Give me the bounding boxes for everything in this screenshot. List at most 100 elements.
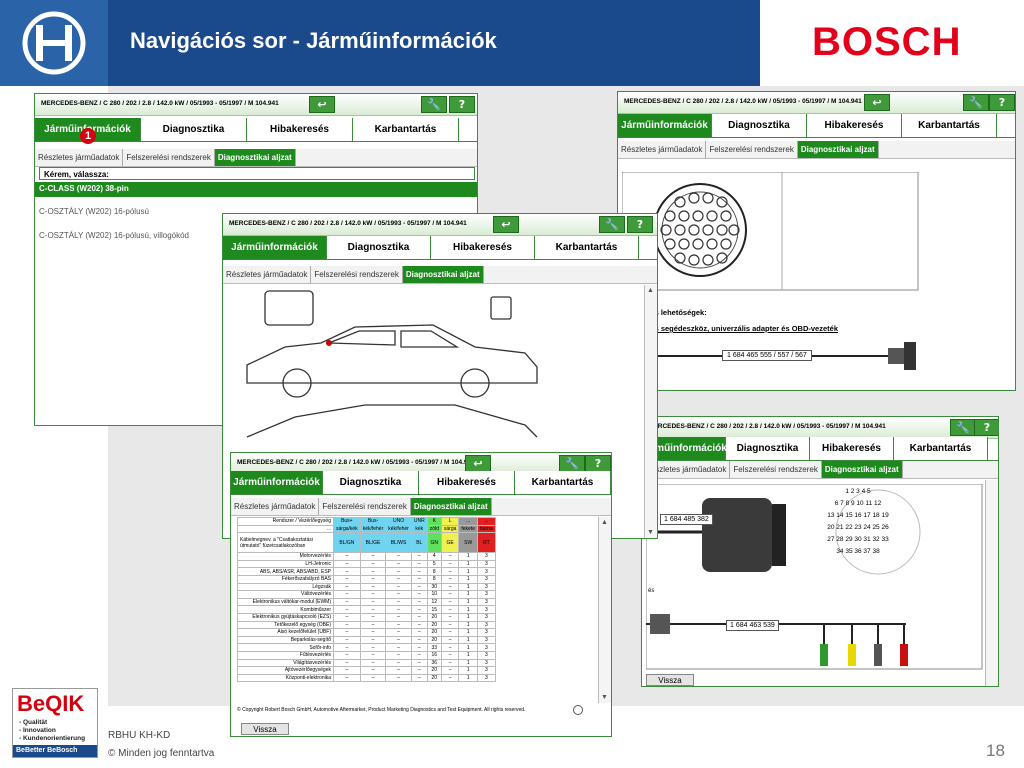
tab-troubleshooting[interactable]: Hibakeresés: [810, 437, 894, 460]
header-cell: kék: [410, 524, 428, 534]
tab-troubleshooting[interactable]: Hibakeresés: [807, 114, 902, 137]
pin-row: 34 35 36 37 38: [836, 548, 880, 555]
help-button[interactable]: ?: [627, 216, 653, 233]
pin-row: 1 2 3 4 5: [845, 488, 871, 495]
row-label: Fékerőszabályzó BAS: [237, 574, 334, 584]
help-button[interactable]: ?: [449, 96, 475, 113]
table-cell: 1: [458, 635, 479, 645]
tab-vehicle-info[interactable]: Járműinformációk: [618, 114, 712, 137]
back-button[interactable]: Vissza: [241, 723, 289, 735]
subtab-equipment-systems[interactable]: Felszerelési rendszerek: [319, 498, 411, 515]
header-cell: Bus-: [359, 517, 387, 526]
subtab-equipment-systems[interactable]: Felszerelési rendszerek: [706, 141, 798, 158]
table-cell: –: [359, 635, 387, 645]
table-header-row: Kábelmegnev. a "Csatlakoztatási útmutató…: [237, 532, 496, 554]
vertical-scrollbar[interactable]: [985, 480, 998, 686]
tab-maintenance[interactable]: Karbantartás: [515, 471, 611, 494]
adapter-link[interactable]: ós segédeszköz, univerzális adapter és O…: [650, 324, 838, 333]
tab-diagnostics[interactable]: Diagnosztika: [323, 471, 419, 494]
table-cell: –: [333, 559, 361, 569]
back-arrow-button[interactable]: ↩: [309, 96, 335, 113]
subtab-equipment-systems[interactable]: Felszerelési rendszerek: [730, 461, 822, 478]
table-cell: 20: [426, 666, 442, 675]
main-tabs: Járműinformációk Diagnosztika Hibakeresé…: [618, 114, 1015, 138]
settings-wrench-button[interactable]: 🔧: [950, 419, 976, 436]
list-item[interactable]: C-OSZTÁLY (W202) 16-pólusú: [39, 207, 149, 216]
beqik-logo: BeQIK - Qualität - Innovation - Kundenor…: [12, 688, 98, 758]
table-cell: 1: [458, 612, 479, 622]
table-cell: 1: [458, 673, 479, 683]
subtab-vehicle-details[interactable]: Részletes járműadatok: [223, 266, 312, 283]
back-arrow-button[interactable]: ↩: [864, 94, 890, 111]
tab-diagnostics[interactable]: Diagnosztika: [726, 437, 810, 460]
row-label: Légzsák: [237, 582, 334, 592]
subtab-diagnostic-socket[interactable]: Diagnosztikai aljzat: [402, 266, 484, 283]
tab-maintenance[interactable]: Karbantartás: [535, 236, 639, 259]
cable-part-number: 1 684 465 555 / 557 / 567: [722, 350, 812, 361]
vertical-scrollbar[interactable]: ▲ ▼: [644, 285, 657, 538]
subtab-vehicle-details[interactable]: Részletes járműadatok: [642, 461, 731, 478]
back-arrow-button[interactable]: ↩: [493, 216, 519, 233]
table-cell: –: [440, 552, 460, 561]
part-number-top: 1 684 485 382: [660, 514, 713, 525]
subtab-diagnostic-socket[interactable]: Diagnosztikai aljzat: [797, 141, 879, 158]
table-cell: –: [385, 666, 412, 675]
subtab-equipment-systems[interactable]: Felszerelési rendszerek: [123, 149, 215, 166]
tab-diagnostics[interactable]: Diagnosztika: [141, 118, 247, 141]
subtab-vehicle-details[interactable]: Részletes járműadatok: [231, 498, 320, 515]
help-button[interactable]: ?: [974, 419, 998, 436]
tab-troubleshooting[interactable]: Hibakeresés: [419, 471, 515, 494]
back-arrow-button[interactable]: ↩: [465, 455, 491, 472]
table-cell: 3: [477, 590, 496, 599]
pin-row: 6 7 8 9 10 11 12: [834, 500, 882, 507]
tab-vehicle-info[interactable]: Járműinformációk: [231, 471, 323, 494]
main-tabs: Járműinformációk Diagnosztika Hibakeresé…: [642, 437, 998, 461]
sub-tabs: Részletes járműadatok Felszerelési rends…: [618, 141, 1015, 159]
table-cell: –: [385, 643, 412, 652]
settings-wrench-button[interactable]: 🔧: [559, 455, 585, 472]
settings-wrench-button[interactable]: 🔧: [599, 216, 625, 233]
beqik-line: - Qualität: [19, 719, 48, 726]
table-cell: 10: [426, 590, 442, 599]
tab-diagnostics[interactable]: Diagnosztika: [327, 236, 431, 259]
help-button[interactable]: ?: [989, 94, 1015, 111]
round-connector-drawing: [646, 484, 983, 670]
table-cell: –: [359, 597, 387, 607]
list-item[interactable]: C-OSZTÁLY (W202) 16-pólusú, villogókód: [39, 231, 189, 240]
table-cell: 3: [477, 628, 496, 637]
tab-troubleshooting[interactable]: Hibakeresés: [431, 236, 535, 259]
back-button[interactable]: Vissza: [646, 674, 694, 686]
table-cell: 3: [477, 650, 496, 660]
row-label: Beparkolás-segítő: [237, 635, 334, 645]
table-cell: –: [333, 658, 361, 668]
tab-vehicle-info[interactable]: Járműinformációk: [642, 437, 727, 460]
subtab-diagnostic-socket[interactable]: Diagnosztikai aljzat: [821, 461, 903, 478]
header-cell: BL/GN: [333, 532, 361, 554]
subtab-equipment-systems[interactable]: Felszerelési rendszerek: [311, 266, 403, 283]
subtab-vehicle-details[interactable]: Részletes járműadatok: [618, 141, 707, 158]
row-label: Váltóvezérlés: [237, 590, 334, 599]
subtab-diagnostic-socket[interactable]: Diagnosztikai aljzat: [410, 498, 492, 515]
tab-maintenance[interactable]: Karbantartás: [902, 114, 997, 137]
subtab-diagnostic-socket[interactable]: Diagnosztikai aljzat: [214, 149, 296, 166]
table-cell: –: [440, 628, 460, 637]
subtab-vehicle-details[interactable]: Részletes járműadatok: [35, 149, 124, 166]
tab-vehicle-info[interactable]: Járműinformációk: [223, 236, 327, 259]
tab-troubleshooting[interactable]: Hibakeresés: [247, 118, 353, 141]
header-cell: Bus+: [333, 517, 361, 526]
tab-maintenance[interactable]: Karbantartás: [894, 437, 988, 460]
vertical-scrollbar[interactable]: ▲ ▼: [598, 517, 611, 703]
table-cell: –: [410, 590, 428, 599]
help-button[interactable]: ?: [585, 455, 611, 472]
vehicle-title-bar: MERCEDES-BENZ / C 280 / 202 / 2.8 / 142.…: [35, 94, 477, 116]
settings-wrench-button[interactable]: 🔧: [421, 96, 447, 113]
list-item[interactable]: C-CLASS (W202) 38-pin: [35, 182, 477, 197]
tab-diagnostics[interactable]: Diagnosztika: [712, 114, 807, 137]
settings-wrench-button[interactable]: 🔧: [963, 94, 989, 111]
table-cell: –: [410, 559, 428, 569]
tab-maintenance[interactable]: Karbantartás: [353, 118, 459, 141]
print-icon[interactable]: [573, 705, 583, 715]
main-tabs: Járműinformációk Diagnosztika Hibakeresé…: [223, 236, 657, 260]
